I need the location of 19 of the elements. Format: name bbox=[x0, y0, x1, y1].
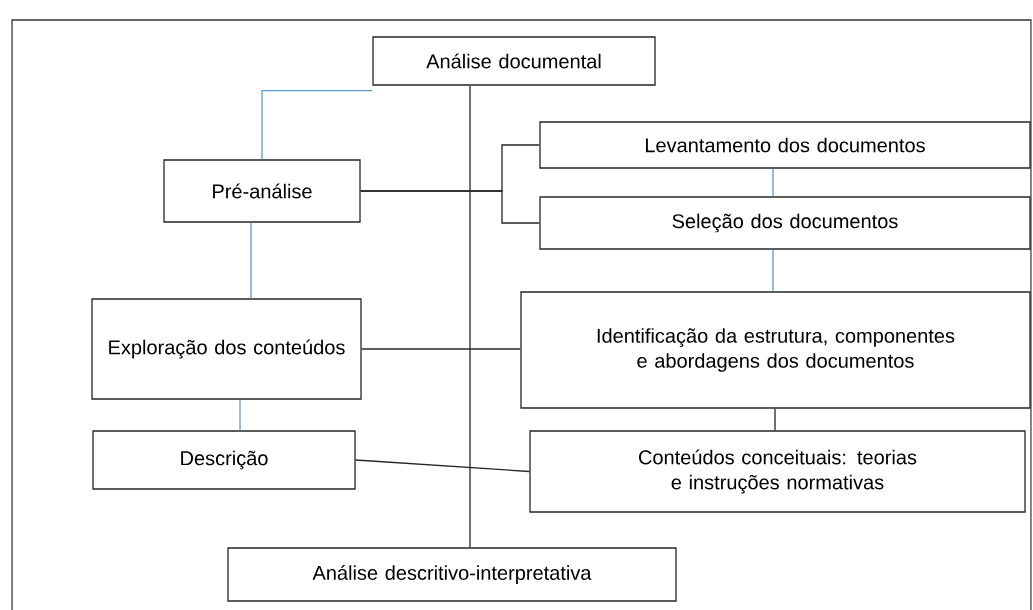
process-box: Análise descritivo-interpretativa bbox=[227, 547, 677, 602]
process-box: Pré-análise bbox=[163, 159, 361, 223]
process-box: Levantamento dos documentos bbox=[539, 121, 1031, 169]
connector-line bbox=[774, 408, 776, 431]
connector-line bbox=[355, 459, 530, 473]
connector-line bbox=[360, 190, 540, 224]
process-box: Análise documental bbox=[372, 36, 656, 86]
connector-line bbox=[469, 85, 471, 548]
process-box: Conteúdos conceituais: teorias e instruções normativas bbox=[529, 430, 1026, 513]
connector-line bbox=[772, 168, 774, 197]
connector-line bbox=[250, 222, 252, 299]
connector-line bbox=[261, 90, 373, 160]
process-box: Exploração dos conteúdos bbox=[91, 298, 362, 400]
connector-line bbox=[239, 399, 241, 431]
process-box: Seleção dos documentos bbox=[539, 196, 1031, 250]
connector-line bbox=[361, 348, 521, 350]
connector-line bbox=[772, 249, 774, 292]
process-box: Descrição bbox=[92, 430, 356, 490]
process-box: Identificação da estrutura, componentes e abordagens dos documentos bbox=[520, 291, 1031, 409]
